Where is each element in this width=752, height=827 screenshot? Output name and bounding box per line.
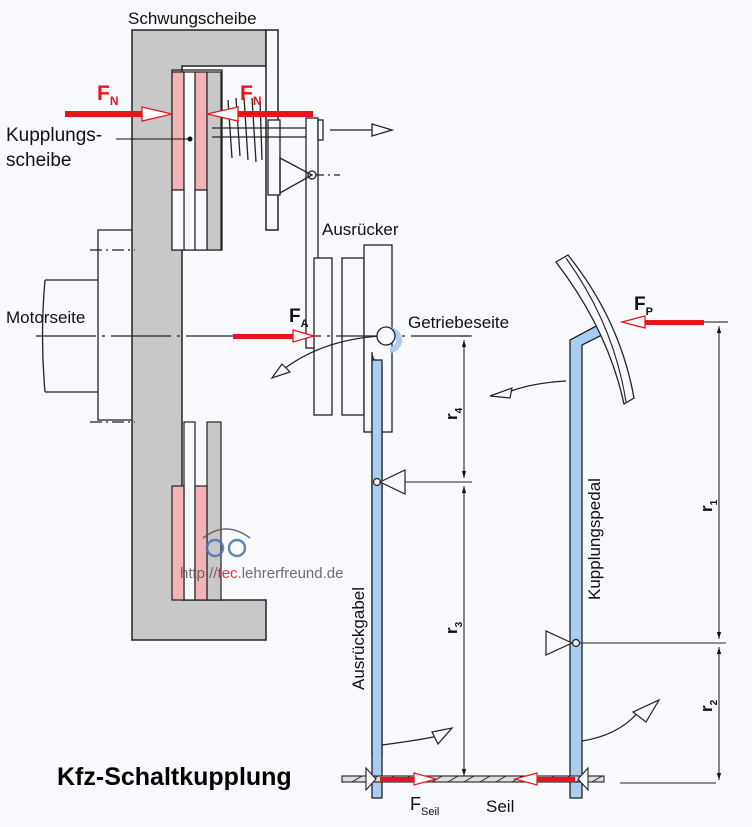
force-arrow-fseil-right [512, 772, 575, 786]
label-clutch-pedal: Kupplungspedal [585, 478, 604, 600]
lever-label-r1: r1 [697, 499, 720, 512]
pedal-return-arc [581, 709, 641, 742]
label-cable: Seil [486, 797, 514, 816]
pivot-arc-arrow-icon [270, 363, 292, 380]
force-arrow-fp [619, 315, 704, 329]
force-arrow-fseil-left [380, 772, 439, 786]
force-arrow-fn-left [65, 106, 173, 122]
watermark: http://tec.lehrerfreund.de [180, 528, 343, 582]
label-clutch-disc-line2: scheibe [6, 150, 72, 171]
force-label-fn-right: FN [240, 82, 262, 108]
watermark-url: http://tec.lehrerfreund.de [180, 565, 343, 582]
pivot-arc [279, 335, 381, 373]
label-engine-side: Motorseite [6, 308, 85, 327]
force-arrow-fn-right [206, 106, 313, 122]
label-flywheel: Schwungscheibe [128, 9, 257, 28]
clutch-disc-top [171, 69, 223, 251]
release-direction-arrow [371, 123, 395, 137]
release-fork [371, 326, 472, 799]
clutch-pedal [545, 254, 726, 799]
lever-label-r3: r3 [442, 621, 465, 634]
force-label-fa: FA [289, 306, 309, 330]
pedal-motion-arc [505, 380, 567, 394]
clutch-disc-leader-dot [187, 136, 193, 142]
force-label-fp: FP [634, 294, 653, 318]
force-label-fseil: FSeil [410, 794, 439, 818]
pedal-motion-arrow-icon [489, 387, 513, 399]
fork-motion-arrow-icon [431, 727, 454, 746]
force-label-fn-left: FN [97, 82, 119, 108]
force-arrow-fa [233, 329, 317, 343]
label-clutch-disc-line1: Kupplungs- [6, 125, 102, 146]
dimension-r4 [460, 335, 472, 478]
fork-motion-arc [381, 735, 439, 746]
diagram-title: Kfz-Schaltkupplung [57, 763, 292, 791]
label-release-bearing: Ausrücker [322, 220, 399, 239]
lever-label-r4: r4 [442, 407, 465, 420]
dimension-r1 [704, 321, 728, 639]
lever-label-r2: r2 [697, 699, 720, 712]
crankshaft-flange [41, 229, 135, 423]
pedal-return-arrow-icon [631, 698, 661, 723]
clutch-disc-bottom [171, 421, 222, 601]
label-release-fork: Ausrückgabel [349, 587, 368, 690]
label-gearbox-side: Getriebeseite [408, 313, 509, 332]
owl-gears-logo-icon [202, 528, 251, 558]
